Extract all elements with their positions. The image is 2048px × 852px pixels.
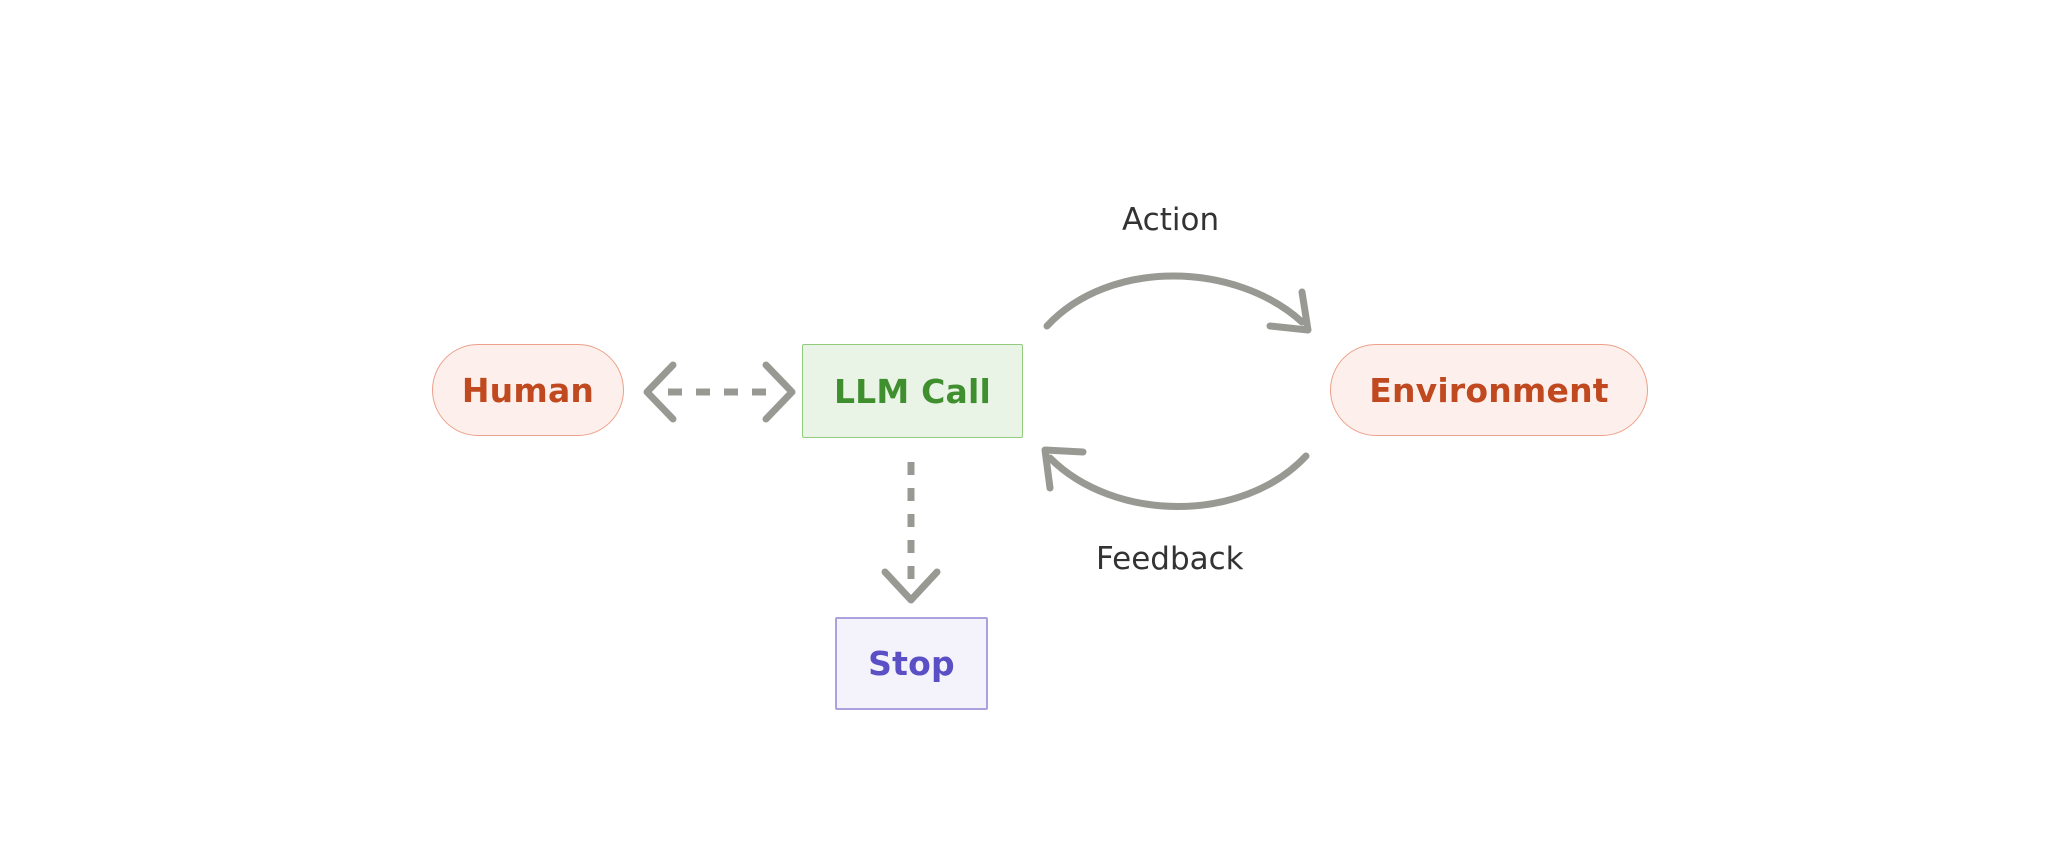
- edge-label-feedback: Feedback: [1096, 541, 1244, 577]
- edge-feedback-arc: [1046, 452, 1310, 510]
- edge-llm-environment-action: [1043, 272, 1312, 334]
- edge-llm-stop-arrowhead: [881, 568, 941, 604]
- node-llm-call-label: LLM Call: [833, 371, 992, 411]
- edge-human-llm-arrowhead-left: [643, 361, 677, 423]
- edge-action-arc: [1043, 272, 1306, 330]
- node-stop-label: Stop: [868, 644, 955, 683]
- edge-llm-stop: [881, 462, 941, 604]
- edge-label-action: Action: [1122, 202, 1220, 238]
- node-human[interactable]: Human: [432, 344, 624, 436]
- node-environment[interactable]: Environment: [1330, 344, 1648, 436]
- edge-feedback-arrowhead: [1041, 446, 1087, 492]
- node-environment-label: Environment: [1369, 370, 1609, 410]
- node-human-label: Human: [461, 370, 595, 410]
- edge-human-llm: [643, 361, 796, 423]
- node-llm-call[interactable]: LLM Call: [802, 344, 1023, 438]
- node-stop[interactable]: Stop: [835, 617, 988, 710]
- edge-human-llm-arrowhead-right: [762, 361, 796, 423]
- edge-action-arrowhead: [1266, 288, 1312, 334]
- edge-environment-llm-feedback: [1041, 446, 1310, 510]
